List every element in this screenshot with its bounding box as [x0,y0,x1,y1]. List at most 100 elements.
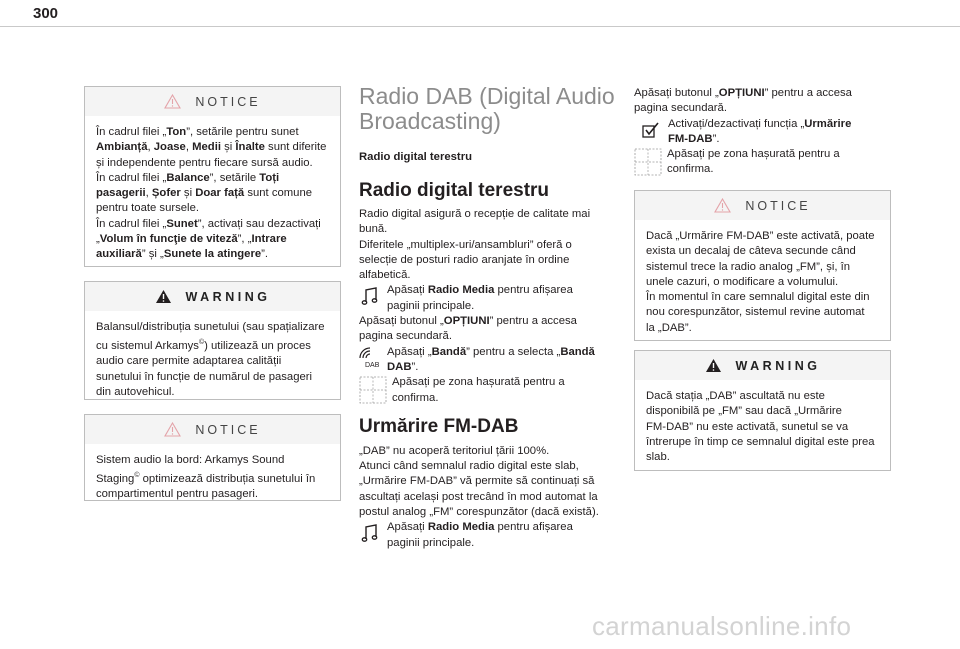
step-band-dab: DAB Apăsați „Bandă” pentru a selecta „Ba… [359,345,621,376]
text-line: din autovehicul. [96,385,175,398]
text-line: postul analog „FM” corespunzător (dacă e… [359,506,599,519]
step-radio-media-2: Apăsați Radio Media pentru afișarea pagin… [359,520,621,551]
warning-triangle-icon [155,290,171,303]
notice-box-fm-dab-delay: NOTICE Dacă „Urmărire FM-DAB” este activ… [634,190,891,341]
fm-dab-paragraph: „DAB” nu acoperă teritoriul țării 100%. A… [359,444,621,520]
step-hatched-confirm: Apăsați pe zona hașurată pentru a confirm… [359,375,621,406]
warning-header: WARNING [85,282,340,311]
hatched-zone-icon [634,148,662,176]
warning-triangle-icon [705,359,721,372]
text-line: slab. [646,451,670,464]
warning-box-dab-unavailable: WARNING Dacă stația „DAB” ascultată nu e… [634,350,891,471]
text-line: la „DAB”. [646,321,692,334]
notice-header: NOTICE [85,415,340,444]
text-line: pasagerii, Șofer și Doar față sunt comun… [96,187,313,200]
svg-text:DAB: DAB [365,362,380,369]
text-line: selecție de posturi radio aranjate în or… [359,253,570,266]
notice-warning-triangle-icon [164,422,182,437]
header-rule [0,26,960,27]
text-line: Staging© optimizează distribuția sunetul… [96,472,316,486]
notice-header: NOTICE [85,87,340,116]
notice-header: NOTICE [635,191,890,220]
text-line: întrerupe în timp ce semnalul digital es… [646,435,875,448]
text-line: Apăsați pe zona hașurată pentru a [667,148,840,161]
notice-title: NOTICE [195,422,261,437]
text-line: Apăsați „Bandă” pentru a selecta „Bandă [387,345,595,358]
text-line: exista un decalaj de câteva secunde când [646,245,856,258]
notice-warning-triangle-icon [164,94,182,109]
hatched-zone-icon [359,376,387,404]
heading-fm-dab: Urmărire FM-DAB [359,415,519,437]
text-line: paginii principale. [387,536,475,549]
text-line: Activați/dezactivați funcția „Urmărire [668,117,852,130]
warning-title: WARNING [735,358,821,373]
text-line: În cadrul filei „Ton”, setările pentru s… [96,126,299,138]
text-line: Sistem audio la bord: Arkamys Sound [96,454,285,466]
text-line: compartimentul pentru pasageri. [96,488,259,501]
text-line: În momentul în care semnalul digital est… [646,291,870,304]
heading-digital-radio: Radio digital terestru [359,180,550,201]
text-line: FM-DAB” nu este activată, sunetul se va [646,420,849,433]
warning-title: WARNING [185,289,271,304]
text-line: auxiliară” și „Sunete la atingere”. [96,248,269,261]
text-line: alfabetică. [359,269,411,282]
section-title: Radio DAB (Digital Audio Broadcasting) [359,83,615,134]
text-line: În cadrul filei „Sunet”, activați sau de… [96,217,321,230]
text-line: confirma. [667,163,714,176]
text-line: Ambianță, Joase, Medii și Înalte sunt di… [96,141,327,154]
music-note-icon [361,524,378,543]
text-line: DAB”. [387,360,419,373]
text-line: ascultați același post trecând în mod au… [359,490,598,503]
page-number: 300 [33,5,59,22]
text-line: Atunci când semnalul radio digital este … [359,460,579,473]
text-line: sunetului în funcție de numărul de pasag… [96,370,313,383]
text-line: confirma. [392,391,439,404]
notice-warning-triangle-icon [714,198,732,213]
text-line: Apăsați Radio Media pentru afișarea [387,521,573,534]
watermark: carmanualsonline.info [592,611,852,641]
text-line: Balansul/distribuția sunetului (sau spaț… [96,321,325,333]
checkbox-check-icon [642,122,659,138]
text-line: Radio digital asigură o recepție de cali… [359,208,591,220]
text-line: „Urmărire FM-DAB” vă permite să continua… [359,475,595,488]
text-line: unele cazuri, o modificare a volumului. [646,275,839,288]
intro-paragraph: Radio digital asigură o recepție de cali… [359,207,621,283]
options-paragraph: Apăsați butonul „OPȚIUNI” pentru a acces… [359,314,621,345]
dab-antenna-icon: DAB [359,347,380,369]
warning-text: Balansul/distribuția sunetului (sau spaț… [85,311,340,408]
text-line: Dacă „Urmărire FM-DAB” este activată, po… [646,230,875,242]
text-line: Diferitele „multiplex-uri/ansambluri” of… [359,238,572,251]
text-line: și independente pentru fiecare sursă aud… [96,156,313,169]
text-line: nou corespunzător, sistemul revine autom… [646,306,865,319]
text-line: pentru toate sursele. [96,202,199,215]
text-line: pagina secundară. [359,330,452,343]
warning-box-arkamys: WARNING Balansul/distribuția sunetului (… [84,281,341,400]
notice-box-sound-tabs: NOTICE În cadrul filei „Ton”, setările p… [84,86,341,267]
text-line: „DAB” nu acoperă teritoriul țării 100%. [359,444,550,457]
options-paragraph: Apăsați butonul „OPȚIUNI” pentru a acces… [634,86,891,117]
text-line: Apăsați Radio Media pentru afișarea [387,284,573,297]
notice-text: În cadrul filei „Ton”, setările pentru s… [85,116,340,271]
text-line: FM-DAB”. [668,132,720,145]
notice-text: Dacă „Urmărire FM-DAB” este activată, po… [635,220,890,344]
text-line: Apăsați pe zona hașurată pentru a [392,376,565,389]
text-line: audio care permite adaptarea calității [96,355,282,368]
text-line: sistemul trece la radio analog „FM”, și,… [646,260,851,273]
notice-box-arkamys-staging: NOTICE Sistem audio la bord: Arkamys Sou… [84,414,341,501]
text-line: cu sistemul Arkamys©) utilizează un proc… [96,339,311,353]
middle-column: Radio DAB (Digital Audio Broadcasting) R… [359,84,621,551]
notice-title: NOTICE [195,94,261,109]
notice-title: NOTICE [745,198,811,213]
text-line: bună. [359,223,388,236]
text-line: Dacă stația „DAB” ascultată nu este [646,390,825,402]
music-note-icon [361,287,378,306]
text-line: Apăsați butonul „OPȚIUNI” pentru a acces… [634,87,852,99]
text-line: „Volum în funcţie de viteză”, „Intrare [96,233,287,246]
right-column: Apăsați butonul „OPȚIUNI” pentru a acces… [634,86,891,178]
text-line: În cadrul filei „Balance”, setările Toți [96,171,280,184]
step-hatched-confirm-2: Apăsați pe zona hașurată pentru a confirm… [634,147,891,178]
